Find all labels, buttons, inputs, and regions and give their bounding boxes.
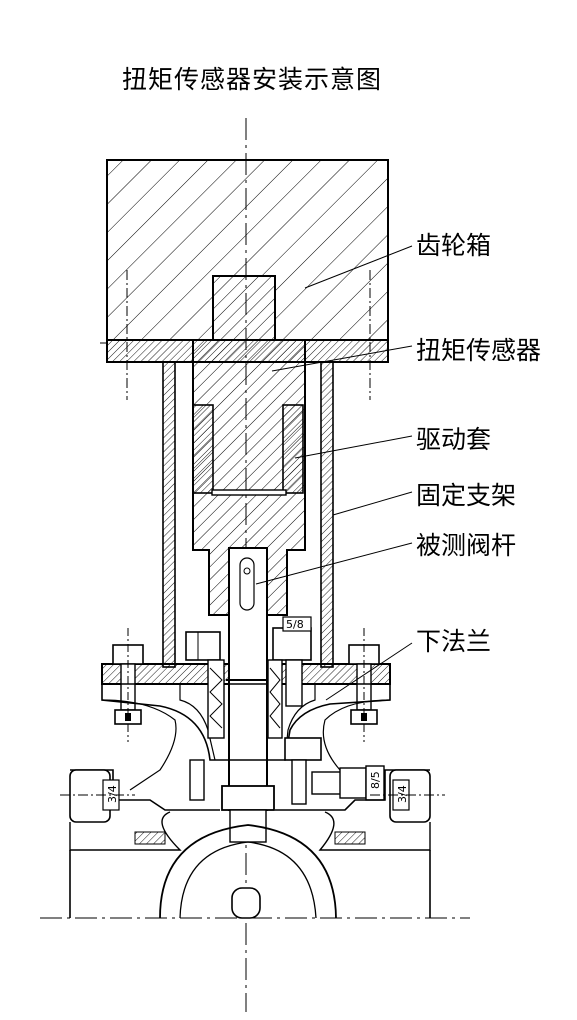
torque-sensor — [192, 275, 306, 616]
valve-body: 3/4 3/4 — [60, 769, 445, 919]
stem-fittings: 5/8 8/5 — [185, 616, 385, 805]
lower-flange — [101, 683, 391, 791]
label-gearbox: 齿轮箱 — [416, 231, 492, 260]
label-drive-sleeve: 驱动套 — [416, 425, 492, 454]
label-fixed-bracket: 固定支架 — [416, 481, 517, 510]
flange-bolt-left — [112, 628, 144, 742]
valve-stem — [221, 547, 275, 843]
mark-8-5: 8/5 — [369, 771, 382, 789]
mark-5-8: 5/8 — [286, 618, 304, 631]
flange-bolt-right — [348, 628, 380, 742]
leader-lines — [255, 245, 413, 701]
label-torque-sensor: 扭矩传感器 — [416, 336, 542, 365]
mark-3-4-right: 3/4 — [396, 785, 409, 803]
mark-3-4-left: 3/4 — [106, 785, 119, 803]
diagram-title: 扭矩传感器安装示意图 — [122, 65, 383, 94]
label-lower-flange: 下法兰 — [416, 627, 492, 656]
label-valve-stem: 被测阀杆 — [416, 531, 517, 560]
drive-sleeve — [192, 404, 304, 496]
